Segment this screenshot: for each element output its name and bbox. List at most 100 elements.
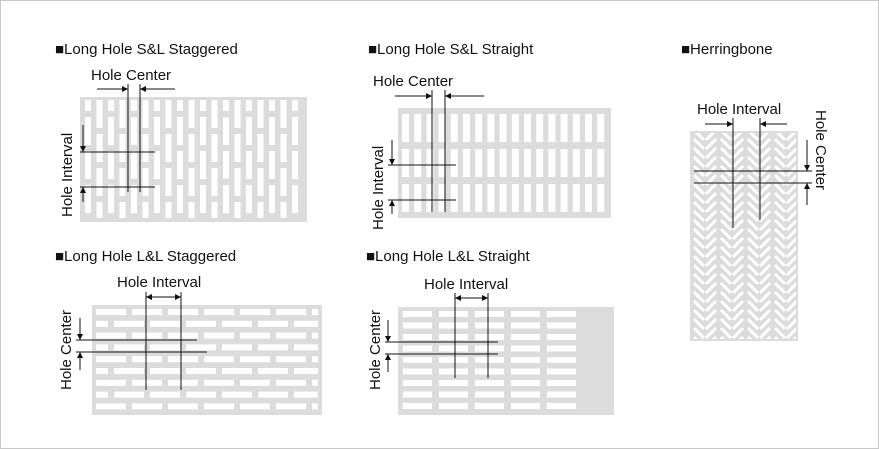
- perforation-hole: [785, 137, 796, 151]
- perforation-hole: [475, 311, 504, 317]
- perforation-hole: [511, 357, 540, 363]
- perforation-hole: [785, 272, 796, 286]
- perforation-hole: [211, 168, 218, 196]
- perforation-hole: [719, 290, 733, 304]
- perforation-hole: [188, 168, 195, 196]
- perforation-hole: [773, 227, 787, 241]
- perforation-hole: [439, 380, 468, 386]
- perforation-hole: [731, 218, 745, 232]
- perforation-hole: [731, 254, 745, 268]
- perforation-hole: [438, 184, 446, 212]
- perforation-hole: [200, 117, 206, 145]
- perforation-hole: [204, 379, 234, 386]
- perforation-hole: [731, 191, 745, 205]
- perforation-hole: [785, 209, 796, 223]
- perforation-hole: [719, 236, 733, 250]
- perforation-hole: [257, 202, 264, 218]
- perforation-hole: [131, 117, 137, 145]
- perforation-hole: [694, 133, 706, 142]
- perforation-hole: [257, 134, 264, 162]
- perforation-hole: [240, 379, 270, 386]
- perforation-hole: [108, 185, 114, 213]
- perforation-hole: [258, 320, 288, 327]
- perforation-hole: [704, 236, 718, 250]
- perforation-hole: [150, 368, 180, 374]
- perforation-hole: [499, 149, 507, 177]
- perforation-hole: [439, 311, 468, 317]
- perforation-hole: [403, 311, 432, 317]
- perforation-hole: [96, 202, 103, 218]
- perforation-hole: [96, 403, 126, 410]
- perforation-hole: [438, 149, 446, 177]
- perforation-hole: [403, 380, 432, 386]
- perforation-hole: [258, 368, 288, 374]
- hole-center-label: Hole Center: [91, 67, 171, 84]
- perforation-hole: [773, 281, 787, 295]
- perforation-hole: [475, 380, 504, 386]
- perforation-hole: [511, 322, 540, 329]
- perforation-hole: [142, 168, 149, 196]
- perforation-hole: [731, 272, 745, 286]
- perforation-hole: [96, 344, 108, 351]
- perforation-hole: [96, 379, 126, 386]
- perforation-hole: [704, 290, 718, 304]
- perforation-hole: [719, 299, 733, 313]
- perforation-hole: [294, 391, 318, 398]
- perforation-hole: [511, 149, 519, 177]
- perforation-hole: [711, 335, 718, 339]
- perforation-hole: [188, 100, 195, 128]
- perforation-hole: [439, 357, 468, 363]
- perforation-hole: [775, 133, 787, 142]
- dimension-lines: [76, 292, 207, 390]
- perforation-hole: [585, 184, 592, 212]
- perforation-hole: [758, 263, 772, 277]
- perforation-hole: [746, 317, 760, 331]
- perforation-hole: [721, 133, 733, 142]
- hole-center-label: Hole Center: [58, 310, 75, 390]
- perforation-hole: [403, 345, 432, 352]
- perforation-hole: [188, 202, 195, 218]
- perforation-hole: [119, 202, 126, 218]
- perforation-hole: [276, 356, 306, 363]
- perforation-hole: [746, 290, 760, 304]
- perforation-hole: [773, 317, 787, 331]
- perforation-hole: [154, 117, 160, 145]
- perforation-hole: [547, 391, 576, 398]
- perforation-hole: [719, 200, 733, 214]
- perforation-hole: [704, 133, 716, 142]
- perforation-hole: [463, 114, 470, 142]
- perforation-hole: [154, 151, 160, 179]
- perforation-hole: [234, 168, 241, 196]
- perforation-hole: [692, 200, 706, 214]
- perforation-hole: [746, 326, 760, 339]
- perforation-hole: [280, 100, 287, 128]
- perforation-hole: [475, 114, 483, 142]
- perforation-hole: [475, 403, 504, 409]
- perforation-hole: [585, 149, 592, 177]
- panel-sl-staggered: ■Long Hole S&L Staggered Hole Center Hol…: [55, 41, 307, 222]
- perforation-hole: [258, 344, 288, 351]
- perforation-hole: [511, 311, 540, 317]
- perforation-hole: [731, 290, 745, 304]
- perforation-hole: [785, 191, 796, 205]
- perforation-hole: [560, 114, 568, 142]
- perforation-hole: [487, 184, 495, 212]
- perforation-hole: [96, 368, 108, 374]
- perforation-hole: [704, 326, 718, 339]
- perforation-hole: [719, 191, 733, 205]
- perforation-hole: [758, 182, 772, 196]
- dimension-lines: [385, 293, 498, 378]
- perforation-hole: [414, 149, 422, 177]
- perforation-hole: [547, 345, 576, 352]
- perforation-hole: [773, 299, 787, 313]
- perforation-hole: [150, 320, 180, 327]
- perforation-hole: [96, 320, 108, 327]
- perforation-hole: [168, 309, 198, 315]
- perforation-hole: [719, 326, 733, 339]
- perforation-hole: [269, 100, 275, 111]
- perforation-hole: [240, 332, 270, 339]
- perforation-hole: [119, 168, 126, 196]
- perforation-hole: [211, 134, 218, 162]
- perforation-hole: [108, 151, 114, 179]
- perforation-hole: [692, 317, 706, 331]
